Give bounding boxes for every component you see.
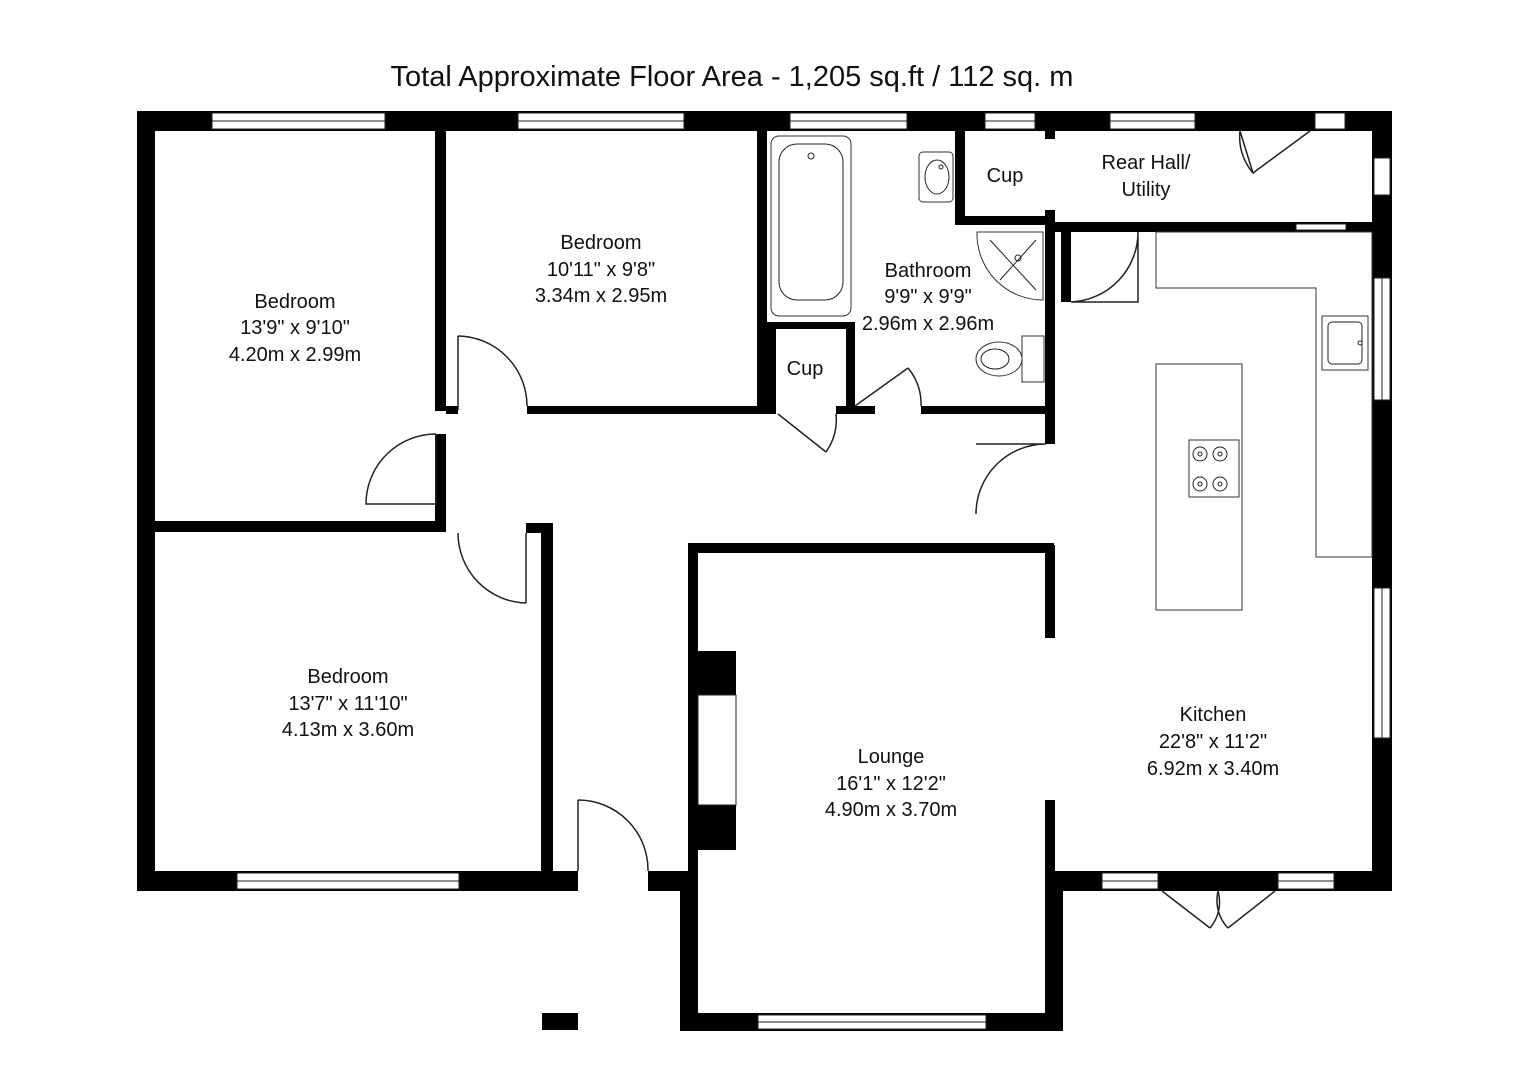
room-size-metric: 3.34m x 2.95m <box>535 285 667 307</box>
doors <box>365 130 1311 929</box>
room-label-kitchen: Kitchen 22'8" x 11'2" 6.92m x 3.40m <box>1147 704 1279 780</box>
room-label-bedroom-2: Bedroom 10'11" x 9'8" 3.34m x 2.95m <box>535 232 667 307</box>
room-name: Bedroom <box>307 666 388 688</box>
room-size-imperial: 9'9" x 9'9" <box>884 286 971 308</box>
room-name: Bathroom <box>885 260 972 282</box>
room-name: Bedroom <box>560 232 641 254</box>
floor-area-title: Total Approximate Floor Area - 1,205 sq.… <box>391 61 1074 93</box>
room-label-bedroom-3: Bedroom 13'7" x 11'10" 4.13m x 3.60m <box>282 666 414 741</box>
room-label-lounge: Lounge 16'1" x 12'2" 4.90m x 3.70m <box>825 746 957 821</box>
room-name: Bedroom <box>254 291 335 313</box>
room-label-bathroom: Bathroom 9'9" x 9'9" 2.96m x 2.96m <box>862 260 994 335</box>
room-name-line-1: Rear Hall/ <box>1102 152 1191 174</box>
room-size-imperial: 10'11" x 9'8" <box>547 259 655 281</box>
room-size-metric: 4.13m x 3.60m <box>282 719 414 741</box>
room-name: Lounge <box>858 746 925 768</box>
wash-basin-icon <box>918 151 954 203</box>
kitchen-sink-icon <box>1321 315 1369 371</box>
shower-icon <box>976 231 1044 301</box>
room-name-line-2: Utility <box>1122 179 1171 201</box>
room-size-metric: 2.96m x 2.96m <box>862 313 994 335</box>
room-size-imperial: 13'7" x 11'10" <box>288 693 407 715</box>
room-label-rear-hall: Rear Hall/ Utility <box>1102 152 1191 201</box>
hob-icon <box>1188 439 1240 498</box>
fixtures <box>770 135 1373 611</box>
room-size-imperial: 16'1" x 12'2" <box>836 773 946 795</box>
kitchen-counter <box>1155 231 1373 558</box>
room-size-metric: 4.90m x 3.70m <box>825 799 957 821</box>
room-size-metric: 6.92m x 3.40m <box>1147 758 1279 780</box>
toilet-icon <box>975 335 1045 383</box>
bath-tub-icon <box>770 135 852 317</box>
room-label-bedroom-1: Bedroom 13'9" x 9'10" 4.20m x 2.99m <box>229 291 361 366</box>
windows <box>211 112 1391 1030</box>
room-size-metric: 4.20m x 2.99m <box>229 344 361 366</box>
room-size-imperial: 13'9" x 9'10" <box>240 317 350 339</box>
room-size-imperial: 22'8" x 11'2" <box>1159 731 1267 753</box>
room-label-cup-upper: Cup <box>987 165 1024 187</box>
room-name: Kitchen <box>1180 704 1247 726</box>
room-label-cup-lower: Cup <box>787 358 824 380</box>
